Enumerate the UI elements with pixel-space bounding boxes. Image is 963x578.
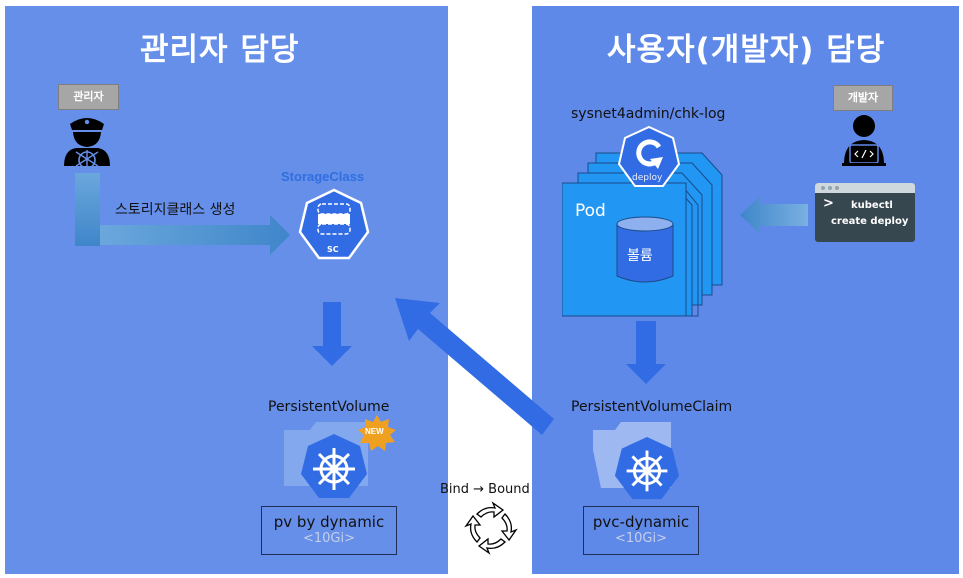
down-arrow-sc-to-pv: [312, 302, 352, 366]
terminal-dot: [828, 186, 832, 190]
deploy-icon[interactable]: [616, 125, 682, 189]
pv-capacity: <10Gi>: [302, 531, 355, 546]
diagonal-arrow-pvc-to-sc: [395, 298, 554, 435]
storage-class-icon[interactable]: [296, 188, 372, 262]
storageclass-title: StorageClass: [281, 169, 365, 184]
developer-panel-title: 사용자(개발자) 담당: [607, 32, 886, 68]
pvc-name: pvc-dynamic: [592, 513, 690, 531]
terminal-prompt-icon: >: [823, 196, 834, 211]
pvc-capacity: <10Gi>: [614, 531, 667, 546]
terminal-dot: [821, 186, 825, 190]
new-badge: NEW: [365, 427, 384, 436]
deploy-icon-label: deploy: [632, 173, 663, 183]
bind-status-label: Bind → Bound: [440, 482, 530, 497]
cycle-arrows-icon: [464, 501, 518, 555]
pv-name: pv by dynamic: [273, 513, 385, 531]
left-arrow-terminal-to-pod: [740, 196, 808, 234]
down-arrow-pod-to-pvc: [626, 321, 666, 384]
pvc-title: PersistentVolumeClaim: [571, 399, 733, 415]
admin-role-tag: 관리자: [58, 84, 119, 110]
terminal-window: > kubectl create deploy: [815, 183, 915, 242]
volume-label: 볼륨: [627, 248, 653, 264]
developer-role-tag: 개발자: [833, 85, 893, 111]
kubernetes-helm-icon[interactable]: [298, 432, 370, 502]
deploy-image-path: sysnet4admin/chk-log: [571, 106, 726, 122]
captain-icon: [64, 118, 110, 166]
pod-label: Pod: [575, 201, 606, 221]
pv-title: PersistentVolume: [268, 399, 390, 415]
developer-laptop-icon: [842, 115, 886, 166]
create-storageclass-arrow: [75, 173, 290, 255]
pvc-resource-box[interactable]: pvc-dynamic <10Gi>: [583, 506, 699, 555]
admin-panel-title: 관리자 담당: [140, 32, 300, 68]
terminal-command-line1: kubectl: [851, 200, 893, 211]
terminal-dot: [835, 186, 839, 190]
storageclass-icon-label: SC: [327, 245, 339, 254]
create-storageclass-label: 스토리지클래스 생성: [115, 202, 236, 218]
terminal-titlebar: [815, 183, 915, 193]
pv-resource-box[interactable]: pv by dynamic <10Gi>: [261, 506, 397, 555]
new-badge-icon: [358, 415, 396, 451]
kubernetes-helm-icon[interactable]: [612, 435, 682, 503]
terminal-command-line2: create deploy: [831, 216, 909, 227]
volume-cylinder-icon: [616, 216, 674, 283]
